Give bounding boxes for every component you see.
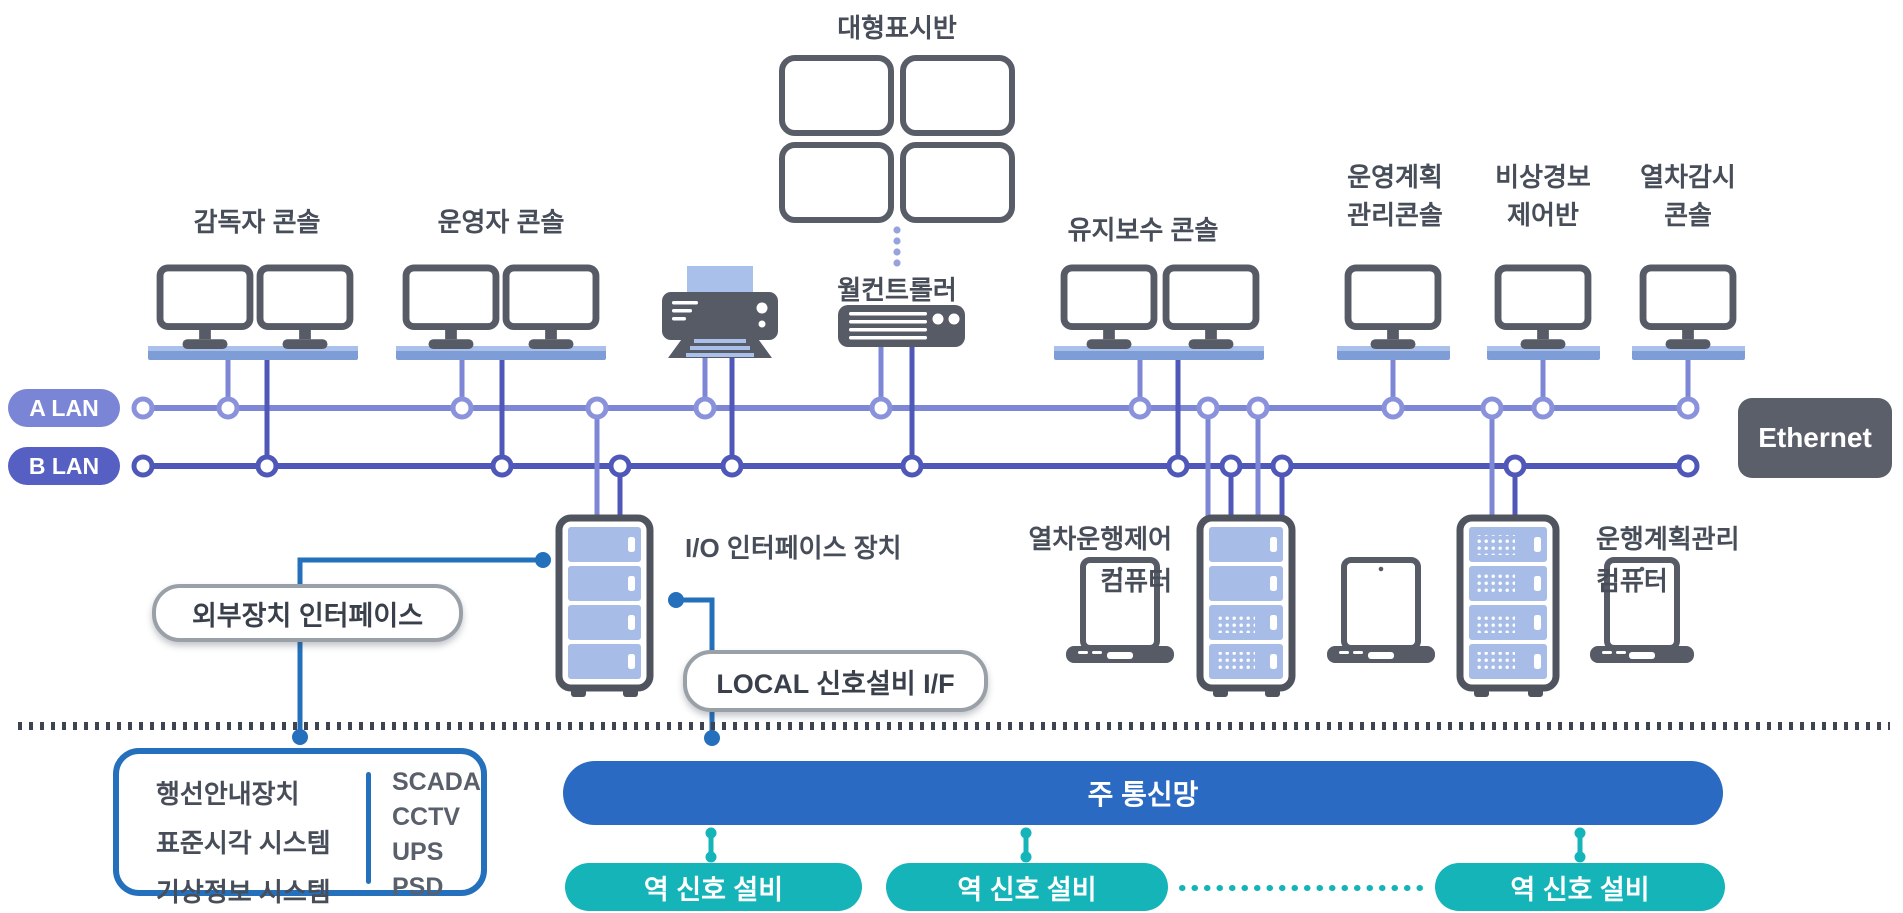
ethernet-badge: Ethernet — [1738, 398, 1892, 478]
station-signal-pill: 역 신호 설비 — [1435, 863, 1725, 911]
supervisor-console-label: 감독자 콘솔 — [193, 207, 321, 237]
laptop-icon — [1327, 557, 1435, 663]
monitor-icon — [406, 268, 496, 349]
external-interface-connector-dot — [292, 729, 308, 745]
external-system-item: UPS — [392, 838, 444, 866]
b-lan-badge: B LAN — [8, 447, 120, 485]
wall-controller-label: 월컨트롤러 — [837, 275, 957, 305]
b-lan-nodes — [131, 454, 1700, 478]
laptop-icon — [1590, 557, 1694, 663]
monitor-icon — [1348, 268, 1438, 349]
a-lan-badge: A LAN — [8, 389, 120, 427]
op-plan-console-label: 운영계획 관리콘솔 — [1347, 162, 1443, 230]
io-device-label: I/O 인터페이스 장치 — [685, 533, 902, 563]
external-interface-callout: 외부장치 인터페이스 — [152, 584, 463, 642]
station-link-dots — [705, 827, 1586, 863]
external-box-divider — [366, 772, 371, 884]
monitor-icon — [260, 268, 350, 349]
external-system-item: CCTV — [392, 803, 461, 831]
console-desks — [148, 346, 1745, 360]
schedule-computer-label: 운행계획관리 컴퓨터 — [1596, 524, 1740, 596]
train-control-computer-label: 열차운행제어 컴퓨터 — [1028, 524, 1172, 596]
external-device-item: 행선안내장치 — [156, 779, 300, 809]
display-wall-dotted-link — [893, 226, 901, 267]
external-device-item: 기상정보 시스템 — [156, 877, 331, 907]
station-signal-pill: 역 신호 설비 — [565, 863, 862, 911]
main-network-bar: 주 통신망 — [563, 761, 1723, 825]
station-signal-pill: 역 신호 설비 — [886, 863, 1168, 911]
a-lan-drop-legs — [225, 347, 1691, 520]
desk — [148, 346, 358, 360]
monitor-icon — [160, 268, 250, 349]
operator-console-label: 운영자 콘솔 — [437, 207, 565, 237]
external-systems-box: 행선안내장치 표준시각 시스템 기상정보 시스템 SCADA CCTV UPS … — [113, 748, 487, 907]
monitor-icon — [1064, 268, 1154, 349]
station-link — [708, 833, 1583, 857]
monitor-icon — [1643, 268, 1733, 349]
local-signal-connector-dot — [668, 592, 684, 608]
local-signal-connector-dot — [704, 730, 720, 746]
train-control-rack-icon — [1196, 514, 1296, 697]
external-system-item: PSD — [392, 873, 444, 901]
external-interface-connector — [297, 557, 543, 733]
external-system-item: SCADA — [392, 768, 481, 796]
maintenance-console-label: 유지보수 콘솔 — [1067, 215, 1219, 245]
a-lan-nodes — [131, 396, 1700, 420]
monitor-icon — [1498, 268, 1588, 349]
laptop-icon — [1066, 557, 1174, 663]
display-wall-title: 대형표시반 — [837, 13, 957, 43]
desk — [396, 346, 606, 360]
external-device-item: 표준시각 시스템 — [156, 828, 331, 858]
emergency-panel-label: 비상경보 제어반 — [1495, 162, 1591, 230]
train-watch-console-label: 열차감시 콘솔 — [1640, 162, 1736, 230]
desk — [1054, 346, 1264, 360]
local-signal-callout: LOCAL 신호설비 I/F — [683, 650, 988, 712]
b-lan-drop-legs — [264, 347, 1518, 520]
monitor-icon — [1166, 268, 1256, 349]
printer-icon — [662, 266, 778, 358]
monitor-icon — [506, 268, 596, 349]
schedule-rack-icon — [1456, 514, 1560, 697]
wall-controller-icon — [838, 305, 965, 347]
external-interface-connector-dot — [535, 552, 551, 568]
io-interface-rack-icon — [555, 514, 654, 697]
display-wall-icon — [779, 55, 1015, 223]
